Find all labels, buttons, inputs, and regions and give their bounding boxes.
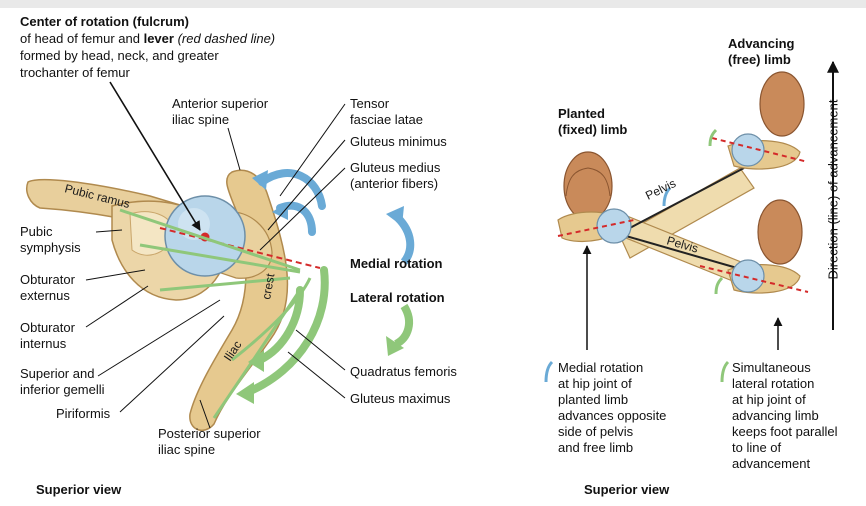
medial-rotation-label: Medial rotation [350, 256, 443, 271]
gluteus-medius-label: Gluteus medius (anterior fibers) [350, 160, 441, 191]
advancing-foot-top [727, 71, 805, 170]
gluteus-maximus-label: Gluteus maximus [350, 391, 451, 406]
advancing-foot-bottom [727, 199, 803, 294]
advancing-lever-bottom [699, 265, 809, 293]
lateral-rotation-label: Lateral rotation [350, 290, 445, 305]
lateral-arrowhead-2 [248, 350, 264, 372]
gait-pelvis-bars [615, 167, 755, 285]
right-lateral-arrow-bottom [714, 276, 724, 295]
right-view-caption: Superior view [584, 482, 670, 497]
pubic-symphysis-label: Pubic symphysis [20, 224, 81, 255]
lever-dashed-line [159, 227, 321, 269]
fulcrum-title: Center of rotation (fulcrum) [20, 14, 189, 29]
planted-limb-label: Planted (fixed) limb [558, 106, 628, 137]
desc-italic: (red dashed line) [173, 31, 276, 46]
lateral-arrowhead-1 [236, 382, 254, 404]
lateral-legend-arrowhead [386, 336, 404, 356]
gemelli-label: Superior and inferior gemelli [20, 366, 105, 397]
psis-label: Posterior superior iliac spine [158, 426, 261, 457]
gluteus-minimus-label: Gluteus minimus [350, 134, 447, 149]
crest-label: crest [259, 272, 277, 301]
right-medial-arrow [662, 186, 672, 207]
desc-lever: lever [143, 31, 174, 46]
lateral-rotator-lines [119, 208, 312, 419]
left-view-caption: Superior view [36, 482, 122, 497]
lateral-legend-arrow [393, 303, 414, 348]
right-lateral-arrow-top [708, 128, 718, 147]
medial-arrowhead-2 [272, 202, 288, 220]
fulcrum-desc-line2: formed by head, neck, and greater [20, 48, 219, 63]
fulcrum-desc-line3: trochanter of femur [20, 65, 130, 80]
planted-foot [557, 151, 632, 244]
direction-label: Direction (line) of advancement [825, 99, 841, 280]
desc-text: of head of femur and [20, 31, 144, 46]
obturator-externus-label: Obturator externus [20, 272, 75, 303]
top-strip [0, 0, 866, 8]
medial-legend-arrowhead [386, 206, 404, 226]
quadratus-femoris-label: Quadratus femoris [350, 364, 457, 379]
piriformis-label: Piriformis [56, 406, 111, 421]
advancing-limb-label: Advancing (free) limb [728, 36, 795, 67]
fulcrum-pointer [109, 81, 201, 231]
medial-note: Medial rotation at hip joint of planted … [558, 360, 667, 455]
left-leader-lines [85, 103, 346, 429]
medial-note-icon [544, 360, 554, 383]
advancing-lever-top [711, 137, 809, 163]
obturator-internus-label: Obturator internus [20, 320, 75, 351]
asis-label: Anterior superior iliac spine [172, 96, 269, 127]
pelvis-label-top: Pelvis [643, 176, 678, 203]
planted-lever [557, 219, 635, 237]
medial-arrowhead-1 [252, 170, 268, 190]
fulcrum-desc-line1: of head of femur and lever (red dashed l… [20, 31, 275, 47]
lateral-rotation-arrows [244, 266, 329, 396]
tfl-label: Tensor fasciae latae [350, 96, 423, 127]
lateral-note-icon [720, 360, 730, 383]
lateral-note: Simultaneous lateral rotation at hip joi… [732, 360, 838, 471]
